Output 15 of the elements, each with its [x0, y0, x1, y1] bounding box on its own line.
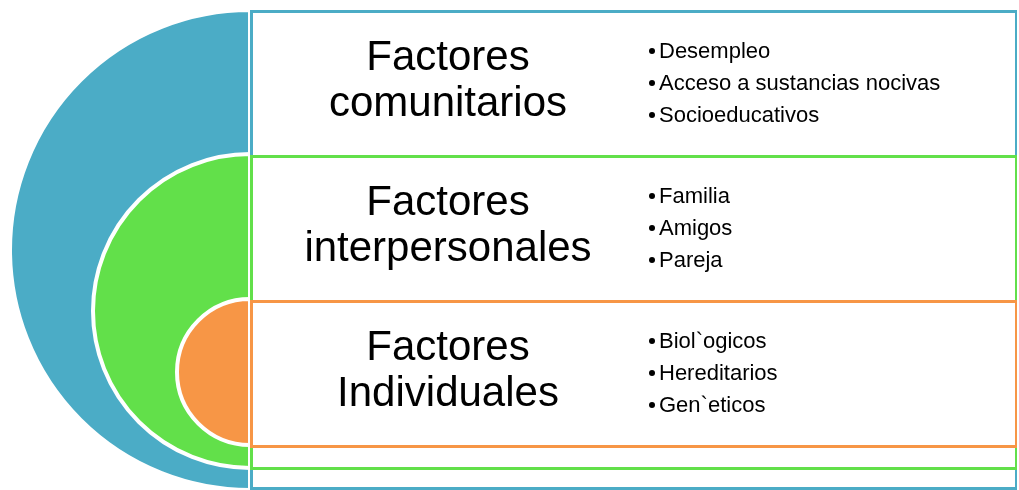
list-item: Acceso a sustancias nocivas: [649, 67, 941, 99]
list-item: Familia: [649, 180, 733, 212]
band-frame: [250, 155, 1017, 470]
list-item: Desempleo: [649, 35, 941, 67]
list-item: Socioeducativos: [649, 99, 941, 131]
list-item: Biol`ogicos: [649, 325, 778, 357]
list-item: Pareja: [649, 244, 733, 276]
band-frame: [250, 10, 1017, 490]
band-heading: Factores comunitarios: [327, 33, 569, 125]
list-item: Gen`eticos: [649, 389, 778, 421]
list-item: Hereditarios: [649, 357, 778, 389]
band-heading: Factores Individuales: [336, 323, 560, 415]
band-heading: Factores interpersonales: [303, 178, 593, 270]
band-frame: [250, 300, 1017, 448]
list-item: Amigos: [649, 212, 733, 244]
